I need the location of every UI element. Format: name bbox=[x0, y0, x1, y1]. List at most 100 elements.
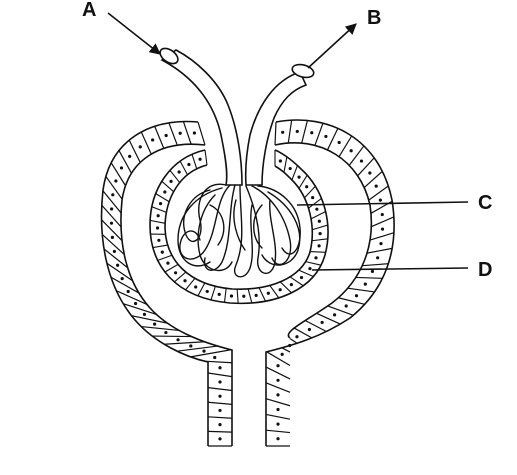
cell-divider bbox=[183, 122, 191, 145]
cell-nucleus bbox=[183, 279, 186, 282]
cell-divider bbox=[356, 277, 383, 278]
cell-nucleus bbox=[113, 250, 116, 253]
cell-divider bbox=[267, 352, 290, 366]
cell-divider bbox=[362, 264, 388, 266]
cell-nucleus bbox=[281, 131, 284, 134]
cell-divider bbox=[165, 264, 178, 272]
cell-nucleus bbox=[276, 379, 279, 382]
cell-nucleus bbox=[120, 166, 123, 169]
cell-divider bbox=[162, 181, 174, 191]
cell-nucleus bbox=[319, 232, 322, 235]
cell-nucleus bbox=[276, 408, 279, 411]
cell-nucleus bbox=[157, 214, 160, 217]
label-c: C bbox=[478, 192, 492, 214]
cell-divider bbox=[338, 298, 364, 305]
cell-divider bbox=[198, 283, 205, 296]
cell-divider bbox=[158, 255, 172, 260]
cell-divider bbox=[327, 128, 337, 150]
cell-nucleus bbox=[110, 222, 113, 225]
cell-nucleus bbox=[206, 290, 209, 293]
cell-divider bbox=[312, 239, 328, 241]
cell-divider bbox=[367, 248, 392, 253]
cell-nucleus bbox=[169, 180, 172, 183]
cell-nucleus bbox=[127, 290, 130, 293]
cell-nucleus bbox=[179, 132, 182, 135]
cell-nucleus bbox=[163, 190, 166, 193]
cell-nucleus bbox=[218, 366, 221, 369]
cell-nucleus bbox=[338, 141, 341, 144]
cell-nucleus bbox=[166, 262, 169, 265]
cell-nucleus bbox=[279, 288, 282, 291]
cell-nucleus bbox=[121, 277, 124, 280]
cell-divider bbox=[369, 186, 389, 200]
cell-divider bbox=[164, 342, 204, 345]
cell-nucleus bbox=[230, 294, 233, 297]
cell-nucleus bbox=[308, 328, 311, 331]
cell-nucleus bbox=[218, 409, 221, 412]
cell-divider bbox=[208, 402, 232, 404]
label-b: B bbox=[367, 7, 381, 29]
cell-nucleus bbox=[345, 304, 348, 307]
cell-nucleus bbox=[355, 294, 358, 297]
cell-nucleus bbox=[218, 437, 221, 440]
cell-nucleus bbox=[376, 256, 379, 259]
cell-divider bbox=[156, 194, 169, 202]
cell-nucleus bbox=[174, 271, 177, 274]
cell-nucleus bbox=[110, 207, 113, 210]
cell-nucleus bbox=[161, 251, 164, 254]
cell-divider bbox=[237, 289, 238, 303]
cell-divider bbox=[186, 278, 195, 290]
cell-divider bbox=[312, 225, 328, 230]
cell-nucleus bbox=[318, 220, 321, 223]
cell-nucleus bbox=[289, 167, 292, 170]
cell-nucleus bbox=[153, 323, 156, 326]
cell-nucleus bbox=[111, 193, 114, 196]
cell-nucleus bbox=[156, 226, 159, 229]
cell-divider bbox=[152, 207, 167, 213]
cell-nucleus bbox=[134, 302, 137, 305]
cell-divider bbox=[370, 233, 394, 240]
cell-divider bbox=[308, 198, 321, 208]
cell-nucleus bbox=[164, 331, 167, 334]
cell-divider bbox=[364, 171, 382, 187]
cell-nucleus bbox=[317, 244, 320, 247]
cell-nucleus bbox=[157, 239, 160, 242]
cell-nucleus bbox=[276, 393, 279, 396]
label-a: A bbox=[82, 0, 96, 21]
cell-nucleus bbox=[218, 380, 221, 383]
cell-divider bbox=[153, 245, 168, 247]
cell-nucleus bbox=[350, 149, 353, 152]
cell-nucleus bbox=[379, 199, 382, 202]
cell-nucleus bbox=[151, 138, 154, 141]
cell-nucleus bbox=[242, 295, 245, 298]
cell-nucleus bbox=[279, 159, 282, 162]
cell-nucleus bbox=[128, 155, 131, 158]
cell-divider bbox=[315, 123, 323, 145]
cell-nucleus bbox=[333, 313, 336, 316]
cell-nucleus bbox=[218, 395, 221, 398]
cell-divider bbox=[155, 126, 164, 148]
cell-divider bbox=[259, 288, 265, 301]
cell-nucleus bbox=[310, 131, 313, 134]
cell-nucleus bbox=[165, 134, 168, 137]
cell-divider bbox=[266, 383, 290, 392]
cell-divider bbox=[299, 270, 314, 276]
cell-nucleus bbox=[314, 256, 317, 259]
cell-nucleus bbox=[116, 264, 119, 267]
cell-nucleus bbox=[276, 422, 279, 425]
cell-divider bbox=[192, 154, 197, 169]
cell-divider bbox=[141, 132, 151, 154]
cell-nucleus bbox=[315, 208, 318, 211]
cell-nucleus bbox=[114, 179, 117, 182]
cell-divider bbox=[205, 150, 207, 165]
cell-nucleus bbox=[178, 170, 181, 173]
cell-divider bbox=[290, 339, 297, 344]
cell-nucleus bbox=[321, 321, 324, 324]
cell-divider bbox=[266, 414, 290, 419]
cell-nucleus bbox=[324, 135, 327, 138]
cell-divider bbox=[348, 288, 375, 292]
cell-divider bbox=[306, 262, 321, 266]
cell-divider bbox=[371, 217, 394, 227]
cell-divider bbox=[177, 346, 217, 351]
